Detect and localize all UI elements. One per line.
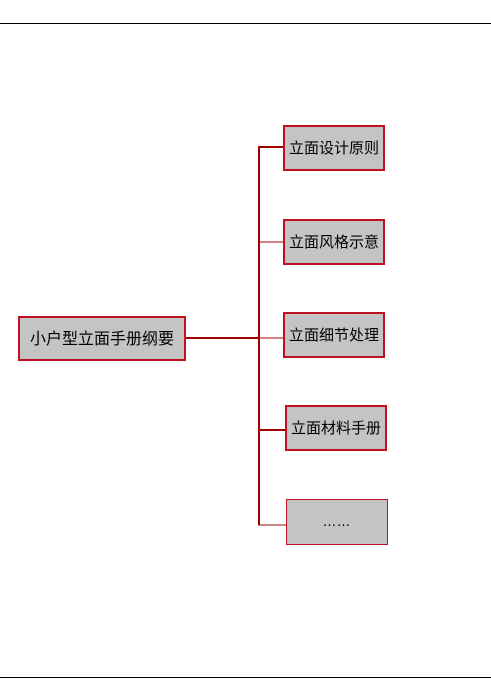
footer-rule	[0, 677, 491, 678]
child-node-style-examples: 立面风格示意	[283, 219, 385, 265]
root-node: 小户型立面手册纲要	[18, 316, 186, 361]
child-node-ellipsis: ……	[286, 499, 388, 545]
child-node-design-principles: 立面设计原则	[283, 125, 385, 171]
header-rule	[0, 23, 491, 24]
child-node-materials-manual: 立面材料手册	[285, 405, 387, 451]
child-node-detail-treatment: 立面细节处理	[283, 312, 385, 358]
